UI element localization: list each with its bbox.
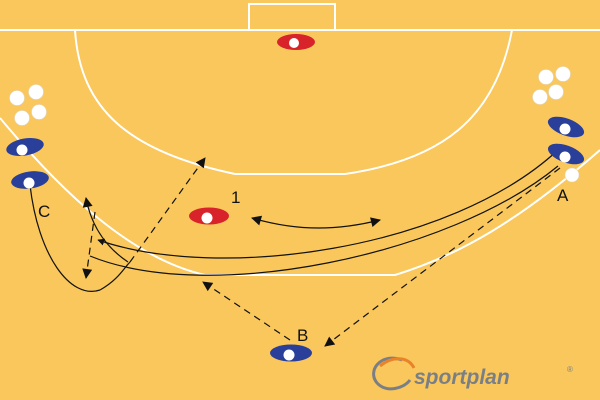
player-right-top (547, 116, 585, 138)
pass-a-to-b (324, 167, 561, 347)
run-c-return (82, 197, 129, 263)
player-a (547, 143, 585, 165)
player-c-label: C (38, 202, 50, 221)
defender-1 (189, 207, 229, 225)
pass-b-to-c (202, 281, 291, 341)
run-a-lower (89, 165, 559, 276)
pass-shot (129, 157, 206, 263)
run-a-to-left (97, 149, 559, 259)
run-c-hook (99, 261, 131, 291)
ball-stack-right (532, 66, 571, 105)
movement-lines (29, 149, 561, 347)
logo-swoosh-accent-icon (379, 357, 416, 369)
six-meter-line (74, 29, 513, 175)
player-b (270, 344, 312, 362)
goal (248, 3, 336, 31)
defender-shift (251, 215, 381, 229)
run-c-curve (29, 184, 101, 292)
defender-1-label: 1 (231, 188, 240, 207)
ball-stack-left (9, 84, 47, 126)
ball-a (564, 167, 580, 183)
sportplan-logo: sportplan ® (372, 356, 573, 391)
goalkeeper (277, 34, 315, 50)
player-c (11, 171, 49, 189)
player-left-top (6, 138, 44, 156)
logo-brand: sportplan (414, 366, 510, 389)
logo-registered: ® (567, 365, 573, 374)
logo-swoosh-icon (372, 356, 412, 391)
player-b-label: B (297, 326, 308, 345)
player-a-label: A (557, 186, 569, 205)
